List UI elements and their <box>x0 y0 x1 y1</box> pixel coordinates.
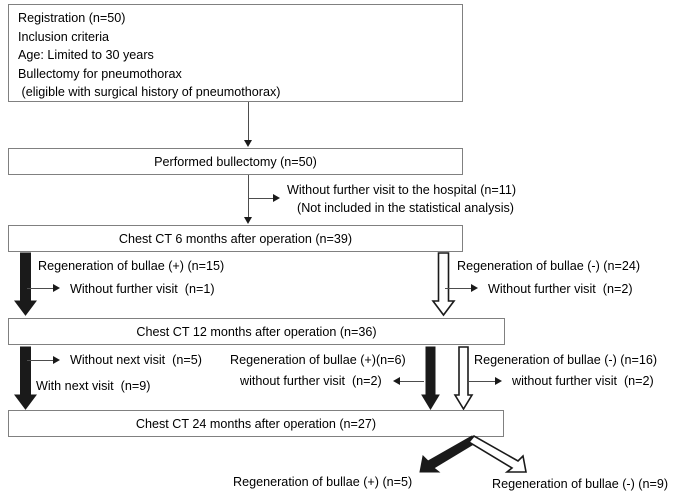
box-registration-line-3: Age: Limited to 30 years <box>18 48 154 62</box>
outcome-label-bullae-positive-24mo: Regeneration of bullae (+) (n=5) <box>233 475 413 489</box>
thick-arrow-filled-bullae-positive-12mo <box>421 346 440 410</box>
arrowhead-right-dropout-positive-6mo <box>53 283 60 292</box>
label-bullae-negative-12mo: Regeneration of bullae (-) (n=16) <box>474 353 658 367</box>
box-chest-ct-6-months <box>8 225 463 252</box>
branch-line-dropout-bullectomy <box>249 198 274 200</box>
arrowhead-right-dropout-bullectomy <box>273 193 280 202</box>
diagonal-arrow-outline-bullae-negative-24mo <box>467 434 538 473</box>
arrowhead-right-dropout-negative-6mo <box>471 283 478 292</box>
outcome-label-bullae-negative-24mo: Regeneration of bullae (-) (n=9) <box>492 477 669 491</box>
branch-line-dropout-negative-6mo <box>445 288 472 290</box>
dropout-negative-12mo: without further visit (n=2) <box>512 374 654 388</box>
arrowhead-right-dropout-next-visit-12mo <box>53 355 60 364</box>
dropout-next-visit-12mo: Without next visit (n=5) <box>70 353 202 367</box>
box-registration-line-1: Registration (n=50) <box>18 11 126 25</box>
label-bullae-positive-12mo: Regeneration of bullae (+)(n=6) <box>230 353 406 367</box>
box-chest-ct-12-months <box>8 318 505 345</box>
connector-registration-to-bullectomy <box>248 102 250 142</box>
thick-arrow-outline-bullae-negative-6mo <box>431 252 456 317</box>
box-chest-ct-24-months-label: Chest CT 24 months after operation (n=27… <box>135 416 377 431</box>
arrowhead-down-to-ct6 <box>244 217 253 224</box>
dropout-bullectomy-line-1: Without further visit to the hospital (n… <box>287 183 517 197</box>
box-registration-line-4: Bullectomy for pneumothorax <box>18 66 182 81</box>
branch-line-dropout-positive-12mo <box>399 381 424 383</box>
box-performed-bullectomy-label: Performed bullectomy (n=50) <box>154 154 317 169</box>
thick-arrow-filled-bullae-positive-6mo <box>14 252 37 316</box>
connector-bullectomy-to-ct6 <box>248 175 250 219</box>
diagonal-arrow-filled-bullae-positive-24mo <box>408 435 478 473</box>
thick-arrow-filled-continue-12mo <box>14 346 37 410</box>
dropout-negative-6mo: Without further visit (n=2) <box>488 282 633 296</box>
arrowhead-right-dropout-negative-12mo <box>495 376 502 385</box>
box-registration-line-5: (eligible with surgical history of pneum… <box>18 85 281 99</box>
dropout-positive-12mo: without further visit (n=2) <box>240 374 382 388</box>
box-registration <box>8 4 463 102</box>
dropout-bullectomy-line-2: (Not included in the statistical analysi… <box>297 201 514 215</box>
branch-line-dropout-negative-12mo <box>469 381 496 383</box>
box-performed-bullectomy <box>8 148 463 175</box>
label-bullae-negative-6mo: Regeneration of bullae (-) (n=24) <box>457 259 641 273</box>
box-chest-ct-6-months-label: Chest CT 6 months after operation (n=39) <box>118 231 353 246</box>
arrowhead-left-dropout-positive-12mo <box>393 376 400 385</box>
box-registration-line-2: Inclusion criteria <box>18 29 109 44</box>
branch-line-dropout-positive-6mo <box>27 288 54 290</box>
dropout-positive-6mo: Without further visit (n=1) <box>70 282 215 296</box>
arrowhead-down-to-bullectomy <box>244 140 253 147</box>
label-bullae-positive-6mo: Regeneration of bullae (+) (n=15) <box>38 259 225 273</box>
branch-line-dropout-next-visit-12mo <box>27 360 54 362</box>
box-chest-ct-12-months-label: Chest CT 12 months after operation (n=36… <box>136 324 377 339</box>
continue-next-visit-12mo: With next visit (n=9) <box>36 379 151 393</box>
box-chest-ct-24-months <box>8 410 504 437</box>
thick-arrow-outline-bullae-negative-12mo <box>453 346 474 411</box>
